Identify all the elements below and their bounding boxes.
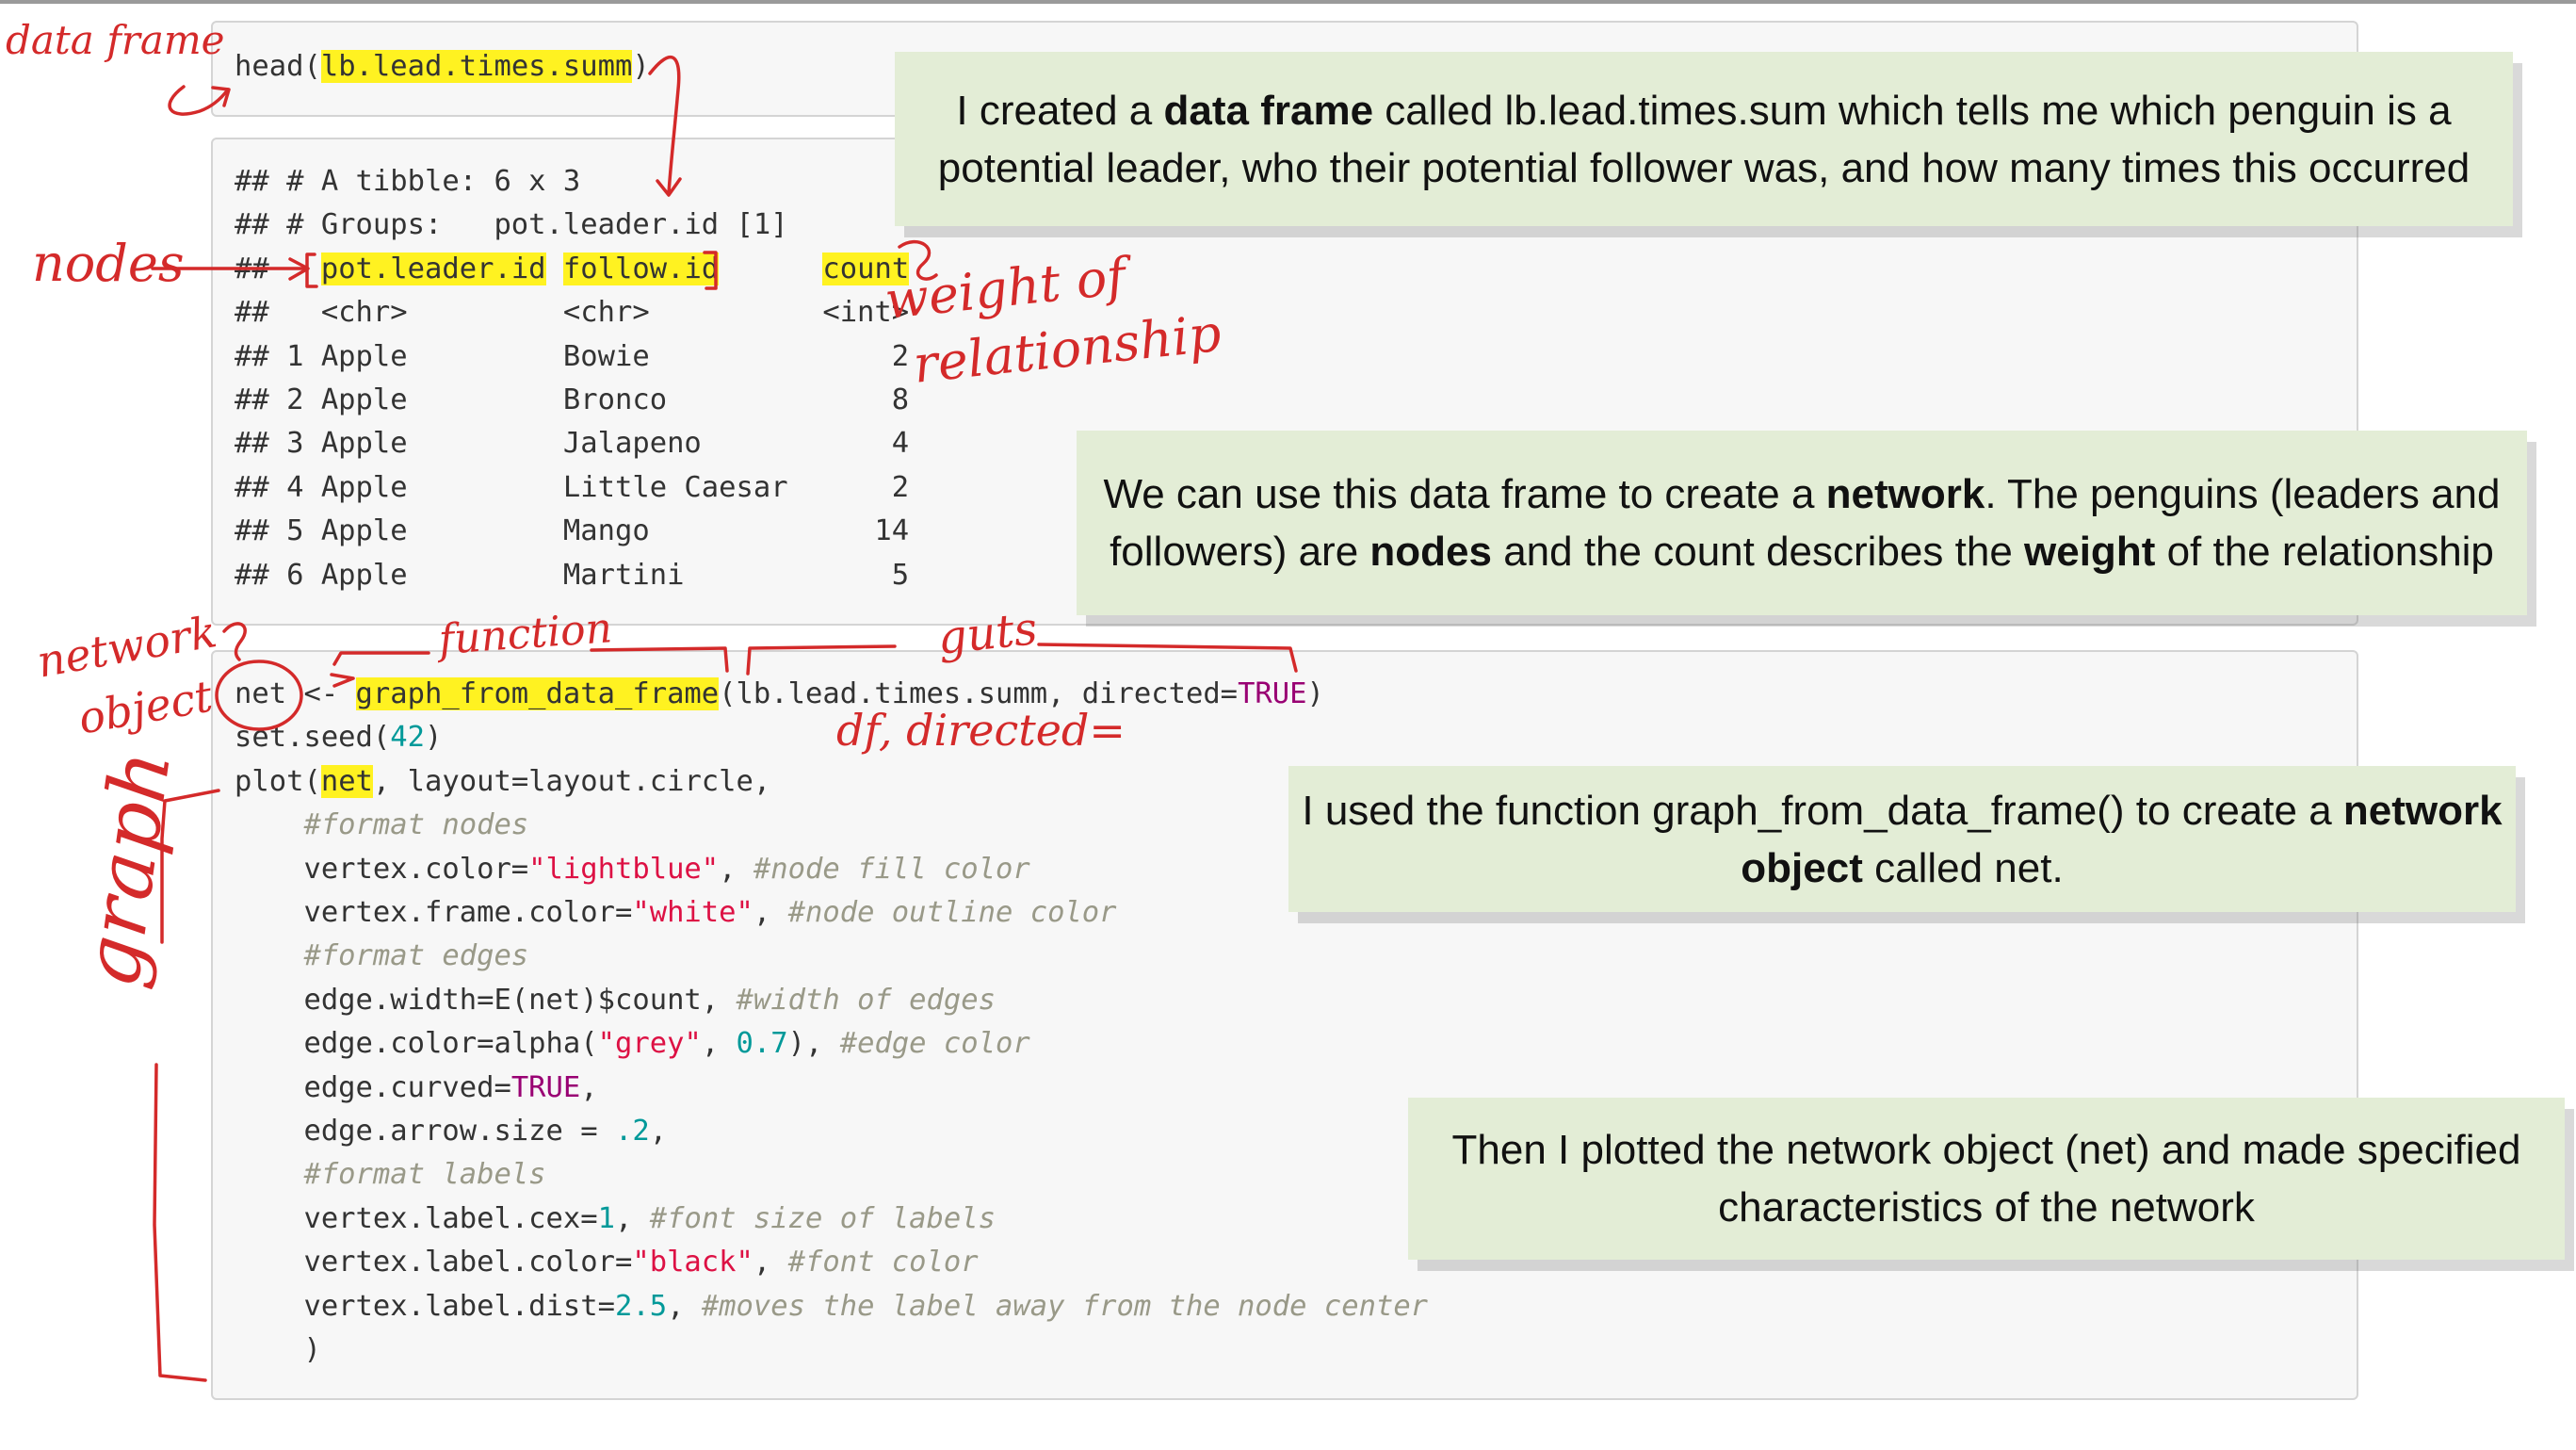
- annotation-guts: guts: [935, 602, 1040, 665]
- code-token: vertex.color=: [303, 852, 529, 886]
- table-row: ## 6 Apple Martini 5: [235, 558, 910, 592]
- code-token: (lb.lead.times.summ, directed=: [719, 677, 1239, 710]
- tibble-output: ## # A tibble: 6 x 3 ## # Groups: pot.le…: [235, 160, 910, 597]
- code-token: set.seed(: [235, 721, 391, 755]
- annotation-data-frame: data frame: [6, 17, 225, 63]
- code-string: "white": [632, 896, 753, 930]
- code-comment: #edge color: [839, 1027, 1030, 1061]
- note-text-part: . The penguins (leaders and followers) a…: [1110, 471, 2501, 575]
- code-token: TRUE: [1238, 677, 1307, 710]
- code-token: vertex.frame.color=: [303, 896, 633, 930]
- annotation-object: object: [74, 670, 217, 744]
- code-token: , layout=layout.circle,: [372, 764, 771, 798]
- note-bold-term: weight: [2024, 529, 2156, 575]
- note-text-part: We can use this data frame to create a: [1103, 471, 1826, 517]
- code-token: plot(: [235, 764, 321, 798]
- note-bold-term: network object: [1741, 787, 2503, 891]
- code-token: ,: [615, 1201, 650, 1235]
- code-token: edge.color=alpha(: [303, 1027, 598, 1061]
- note-text-part: Then I plotted the network object (net) …: [1451, 1127, 2521, 1230]
- column-header-count: count: [822, 252, 910, 285]
- table-row: ## 2 Apple Bronco 8: [235, 383, 910, 417]
- output-line: ## # A tibble: 6 x 3: [235, 165, 581, 198]
- note-text-part: called lb.lead.times.sum which tells me …: [937, 87, 2471, 191]
- code-token: edge.width=E(net)$count,: [303, 983, 737, 1017]
- code-token: ,: [649, 1115, 668, 1149]
- table-row: ## 5 Apple Mango 14: [235, 514, 910, 548]
- code-token: ,: [667, 1289, 702, 1323]
- code-comment: #moves the label away from the node cent…: [701, 1289, 1429, 1323]
- code-token: ,: [753, 1246, 788, 1279]
- note-network-object: I used the function graph_from_data_fram…: [1288, 766, 2516, 912]
- annotation-nodes: nodes: [32, 234, 185, 293]
- annotation-graph: graph: [64, 744, 189, 993]
- note-text: We can use this data frame to create a n…: [1077, 465, 2527, 580]
- code-token: ,: [580, 1070, 598, 1104]
- code-number: .2: [614, 1115, 650, 1149]
- column-header-follower: follow.id: [562, 252, 720, 285]
- code-comment: #node fill color: [753, 852, 1030, 886]
- table-row: ## 3 Apple Jalapeno 4: [235, 427, 910, 461]
- code-token: vertex.label.cex=: [303, 1201, 598, 1235]
- function-name-highlight: graph_from_data_frame: [355, 677, 720, 710]
- code-comment: #font size of labels: [649, 1201, 996, 1235]
- code-string: "grey": [597, 1027, 702, 1061]
- note-bold-term: data frame: [1163, 87, 1374, 134]
- code-comment: #format labels: [303, 1158, 546, 1192]
- code-comment: #width of edges: [736, 983, 996, 1017]
- top-divider: [0, 0, 2576, 4]
- code-token: edge.arrow.size =: [303, 1115, 615, 1149]
- code-token: ),: [787, 1027, 840, 1061]
- note-bold-term: nodes: [1369, 529, 1492, 575]
- code-token: ,: [701, 1027, 737, 1061]
- code-comment: #format nodes: [303, 808, 529, 842]
- code-comment: #format edges: [303, 939, 529, 973]
- code-comment: #node outline color: [787, 896, 1117, 930]
- code-token: ,: [719, 852, 753, 886]
- code-token: head(: [235, 50, 321, 83]
- note-text-part: I created a: [956, 87, 1164, 134]
- code-number: 1: [597, 1201, 615, 1235]
- note-text-part: of the relationship: [2155, 529, 2494, 575]
- net-arg-highlight: net: [320, 764, 373, 798]
- head-code: head(lb.lead.times.summ): [235, 45, 650, 89]
- note-text: Then I plotted the network object (net) …: [1408, 1121, 2565, 1236]
- annotation-df-directed: df, directed=: [836, 705, 1126, 756]
- table-row: ## 4 Apple Little Caesar 2: [235, 470, 910, 504]
- note-text: I created a data frame called lb.lead.ti…: [895, 82, 2513, 197]
- note-network: We can use this data frame to create a n…: [1077, 431, 2527, 615]
- code-token: ): [632, 50, 650, 83]
- note-plot: Then I plotted the network object (net) …: [1408, 1098, 2565, 1260]
- note-data-frame: I created a data frame called lb.lead.ti…: [895, 52, 2513, 226]
- code-token: edge.curved=: [303, 1070, 511, 1104]
- code-token: ,: [753, 896, 788, 930]
- code-token: vertex.label.dist=: [303, 1289, 615, 1323]
- dataframe-name-highlight: lb.lead.times.summ: [320, 50, 633, 83]
- code-string: "black": [632, 1246, 753, 1279]
- code-keyword: TRUE: [510, 1070, 581, 1104]
- note-bold-term: network: [1825, 471, 1985, 517]
- note-text: I used the function graph_from_data_fram…: [1288, 782, 2516, 897]
- code-comment: #font color: [787, 1246, 979, 1279]
- code-token: ): [425, 721, 443, 755]
- code-number: 0.7: [736, 1027, 788, 1061]
- code-string: "lightblue": [528, 852, 720, 886]
- note-text-part: called net.: [1862, 844, 2064, 891]
- code-number: 2.5: [614, 1289, 668, 1323]
- code-token: 42: [390, 721, 425, 755]
- code-token: net <-: [235, 677, 356, 710]
- output-line: ## # Groups: pot.leader.id [1]: [235, 208, 788, 242]
- code-token: ): [1306, 677, 1324, 710]
- column-header-leader: pot.leader.id: [320, 252, 546, 285]
- code-token: ): [303, 1333, 321, 1367]
- note-text-part: I used the function graph_from_data_fram…: [1302, 787, 2343, 834]
- code-token: vertex.label.color=: [303, 1246, 633, 1279]
- network-code: net <- graph_from_data_frame(lb.lead.tim…: [235, 673, 1428, 1373]
- table-row: ## 1 Apple Bowie 2: [235, 339, 910, 373]
- output-line: ## <chr> <chr> <int>: [235, 296, 910, 330]
- note-text-part: and the count describes the: [1491, 529, 2025, 575]
- output-line: ##: [235, 252, 321, 285]
